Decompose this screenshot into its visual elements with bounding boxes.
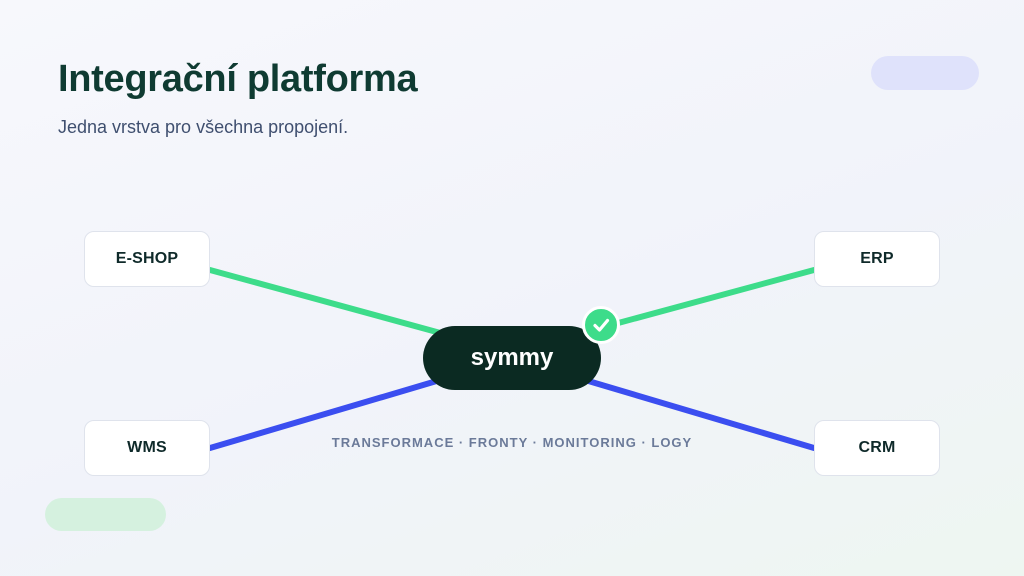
link-crm-hub bbox=[582, 377, 817, 451]
page-subtitle: Jedna vrstva pro všechna propojení. bbox=[58, 117, 349, 137]
hub-label: symmy bbox=[470, 344, 554, 371]
check-icon bbox=[582, 306, 620, 344]
node-wms: WMS bbox=[84, 420, 210, 476]
link-wms-hub bbox=[207, 377, 443, 451]
capabilities-caption: TRANSFORMACE · FRONTY · MONITORING · LOG… bbox=[331, 435, 693, 450]
decorative-pill-top bbox=[871, 56, 979, 90]
node-eshop: E-SHOP bbox=[84, 231, 210, 287]
link-erp-hub bbox=[582, 267, 817, 335]
link-eshop-hub bbox=[207, 267, 458, 340]
hub-node: symmy bbox=[423, 326, 601, 390]
decorative-pill-bottom bbox=[45, 498, 166, 531]
page-title: Integrační platforma bbox=[58, 58, 418, 100]
node-crm: CRM bbox=[814, 420, 940, 476]
node-erp: ERP bbox=[814, 231, 940, 287]
